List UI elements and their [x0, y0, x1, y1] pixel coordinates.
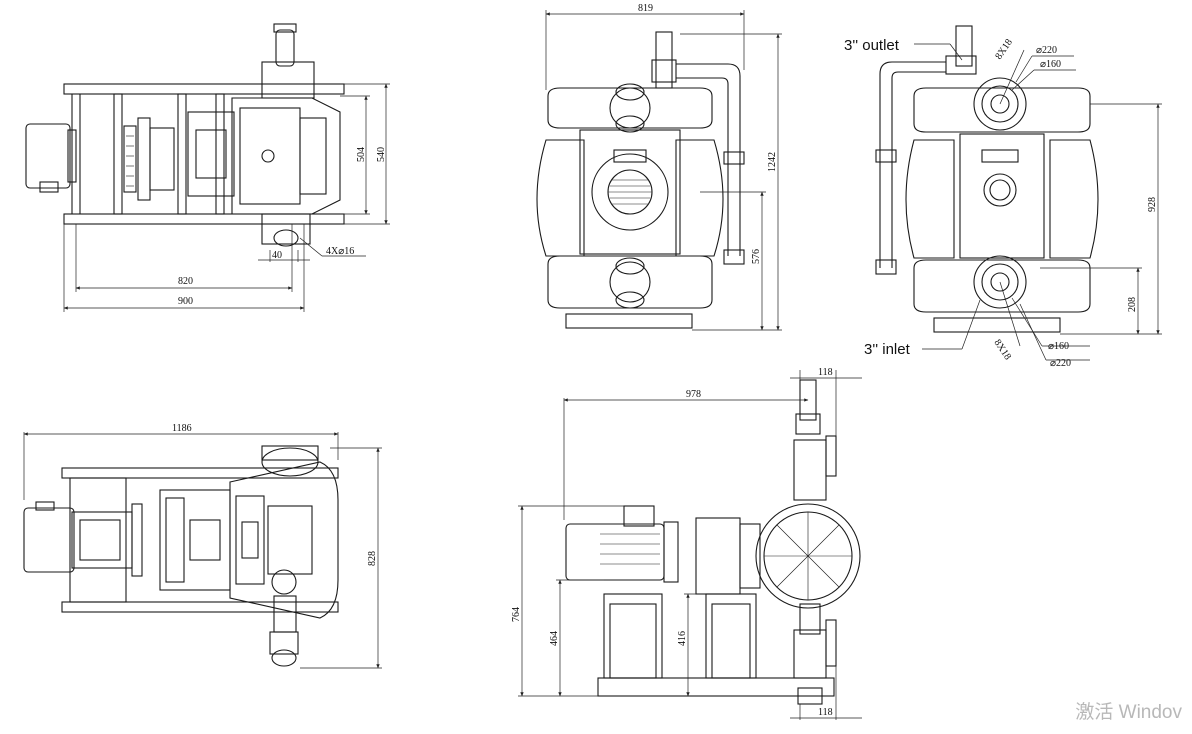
dim-8x18-bot: 8X18 [992, 338, 1014, 363]
dim-978: 978 [686, 389, 701, 400]
dim-764: 764 [511, 607, 522, 622]
dim-220-top: ⌀220 [1036, 45, 1057, 56]
dim-160-top: ⌀160 [1040, 59, 1061, 70]
dim-416: 416 [677, 631, 688, 646]
dim-118-bot: 118 [818, 707, 833, 718]
dim-464: 464 [549, 631, 560, 646]
outlet-label: 3'' outlet [844, 37, 900, 54]
dim-820: 820 [178, 276, 193, 287]
dim-900: 900 [178, 296, 193, 307]
dim-819: 819 [638, 3, 653, 14]
dim-1242: 1242 [767, 152, 778, 172]
top-view: 1186 828 [23, 423, 382, 669]
side-view: 978 118 118 764 464 416 [511, 367, 862, 720]
dim-8x18-top: 8X18 [993, 37, 1015, 62]
activation-watermark: 激活 Windov [1075, 702, 1182, 723]
front-view: 819 1242 576 [536, 3, 782, 331]
dim-540: 540 [376, 147, 387, 162]
top-plan-view: 820 900 504 540 40 4X⌀16 [25, 23, 390, 312]
dim-160-bot: ⌀160 [1048, 341, 1069, 352]
rear-view: 3'' outlet 3'' inlet 8X18 ⌀220 ⌀160 8X18… [844, 25, 1162, 369]
dim-220-bot: ⌀220 [1050, 358, 1071, 369]
inlet-label: 3'' inlet [864, 341, 911, 358]
dim-828: 828 [367, 551, 378, 566]
dim-928: 928 [1147, 197, 1158, 212]
dim-504: 504 [356, 147, 367, 162]
dim-208: 208 [1127, 297, 1138, 312]
dim-1186: 1186 [172, 423, 192, 434]
dim-40: 40 [272, 250, 282, 261]
dim-576: 576 [751, 249, 762, 264]
dim-118-top: 118 [818, 367, 833, 378]
dim-bolt-holes: 4X⌀16 [326, 246, 354, 257]
